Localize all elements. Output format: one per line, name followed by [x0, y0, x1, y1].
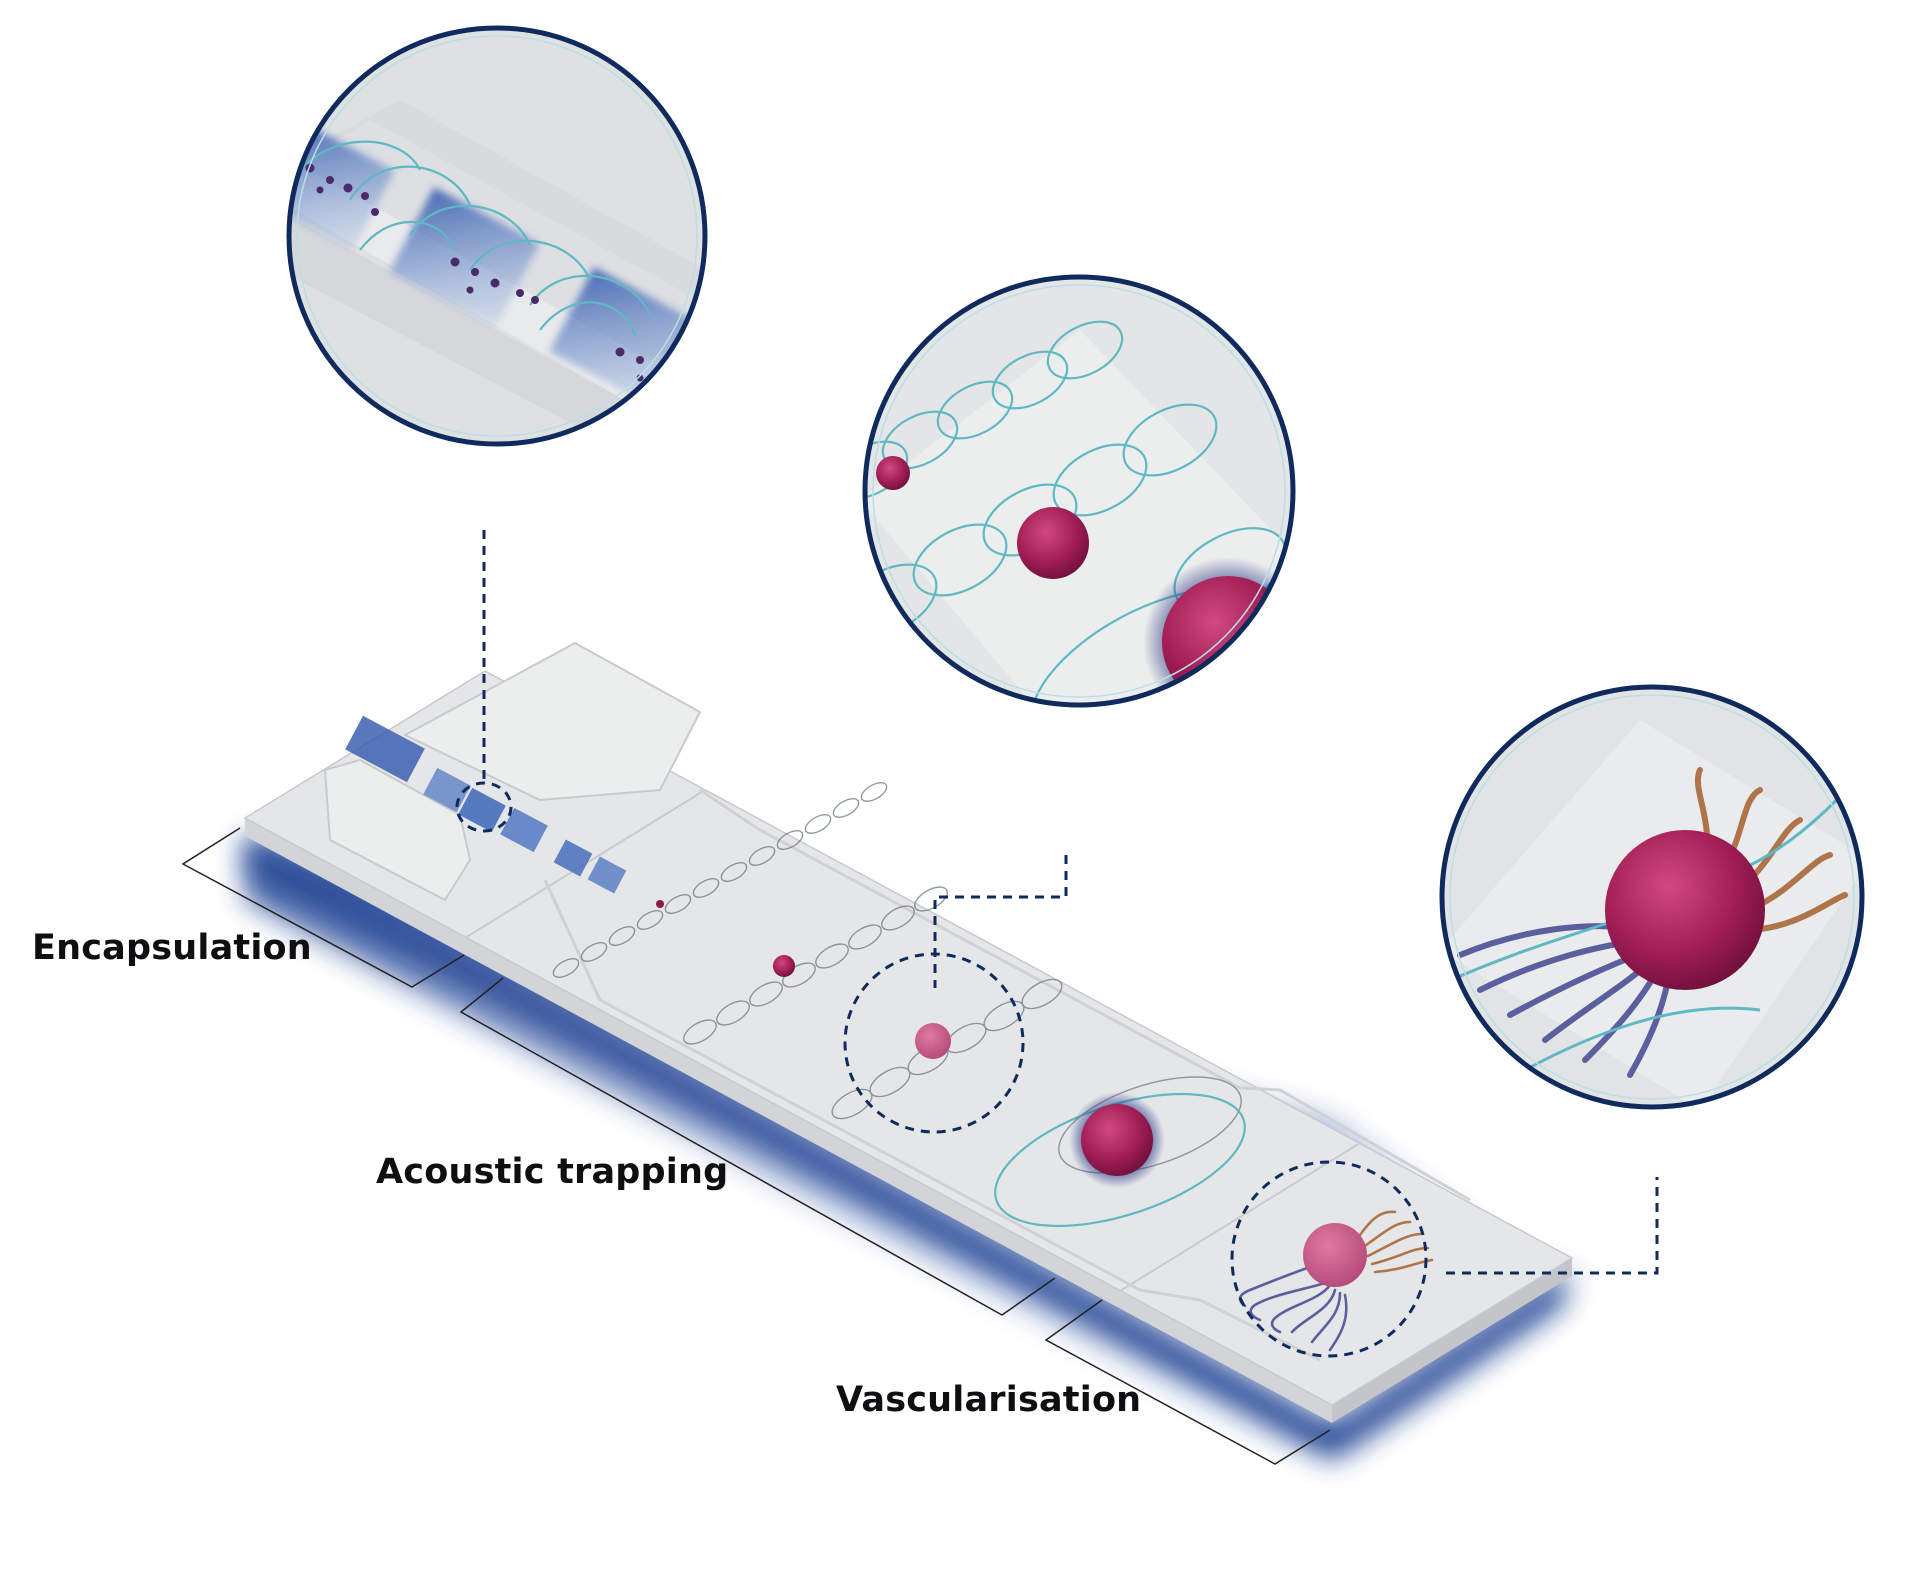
acoustic-ring: [683, 1019, 717, 1045]
gel-droplet-3: [500, 807, 548, 853]
label-acoustic-trapping: Acoustic trapping: [376, 1152, 729, 1192]
acoustic-ring: [552, 958, 580, 978]
zoom-marker-encapsulation: [455, 781, 513, 833]
encap-block-top: [402, 641, 702, 802]
acoustic-ring: [881, 905, 915, 931]
zoom-circle-encapsulation: [286, 25, 708, 447]
acoustic-ring: [804, 814, 832, 834]
bracket-acoustic-trapping: [459, 977, 1056, 1316]
chip-front-face: [245, 818, 1332, 1423]
chip-right-face: [1332, 1258, 1572, 1423]
section-brackets: [181, 827, 1331, 1465]
leader-vascularisation: [1446, 1177, 1659, 1275]
channel-wall-upper: [699, 788, 1471, 1202]
large-trap-ring-2: [1058, 1076, 1242, 1174]
acoustic-ring: [1021, 978, 1063, 1010]
acoustic-ring: [860, 782, 888, 802]
acoustic-ring: [580, 942, 608, 962]
zoom-spheroid-medium: [1017, 507, 1089, 579]
spheroid-tiny: [656, 900, 664, 908]
acoustic-ring: [692, 878, 720, 898]
acoustic-ring: [832, 798, 860, 818]
gel-reservoir: [345, 715, 425, 783]
zoom-spheroid-small: [876, 456, 910, 490]
spheroid-vascularised-chip: [1303, 1223, 1367, 1287]
acoustic-ring: [776, 830, 804, 850]
acoustic-ring: [716, 1000, 750, 1026]
acoustic-ring: [749, 981, 783, 1007]
gel-droplet-5: [587, 856, 627, 894]
bracket-vascularisation: [1044, 1299, 1331, 1465]
label-encapsulation: Encapsulation: [32, 928, 312, 968]
zoom-spheroid-vascularised: [1605, 830, 1765, 990]
acoustic-ring: [848, 924, 882, 950]
encap-block-bottom: [323, 758, 472, 902]
acoustic-ring: [748, 846, 776, 866]
label-vascularisation: Vascularisation: [836, 1380, 1142, 1420]
microfluidic-chip: [243, 641, 1574, 1470]
gel-droplet-4: [553, 839, 593, 877]
zoom-circle-acoustic-trapping: [862, 274, 1296, 708]
bracket-encapsulation: [181, 827, 465, 988]
zoom-circle-vascularisation: [1439, 684, 1865, 1110]
leader-lines: [455, 530, 1659, 1358]
acoustic-ring: [608, 926, 636, 946]
segment-divider-2: [1119, 1142, 1361, 1292]
channel-wall-lower: [543, 879, 1321, 1362]
zoom-marker-vascularisation: [1230, 1160, 1428, 1358]
zoom-marker-acoustic: [843, 952, 1025, 1134]
spheroid-large: [1081, 1104, 1153, 1176]
acoustic-ring: [664, 894, 692, 914]
acoustic-ring: [720, 862, 748, 882]
gel-droplet-2: [458, 787, 506, 833]
acoustic-ring: [815, 943, 849, 969]
spheroid-small: [773, 955, 795, 977]
acoustic-ring: [636, 910, 664, 930]
spheroid-medium-pale: [915, 1023, 951, 1059]
leader-acoustic: [933, 855, 1068, 988]
